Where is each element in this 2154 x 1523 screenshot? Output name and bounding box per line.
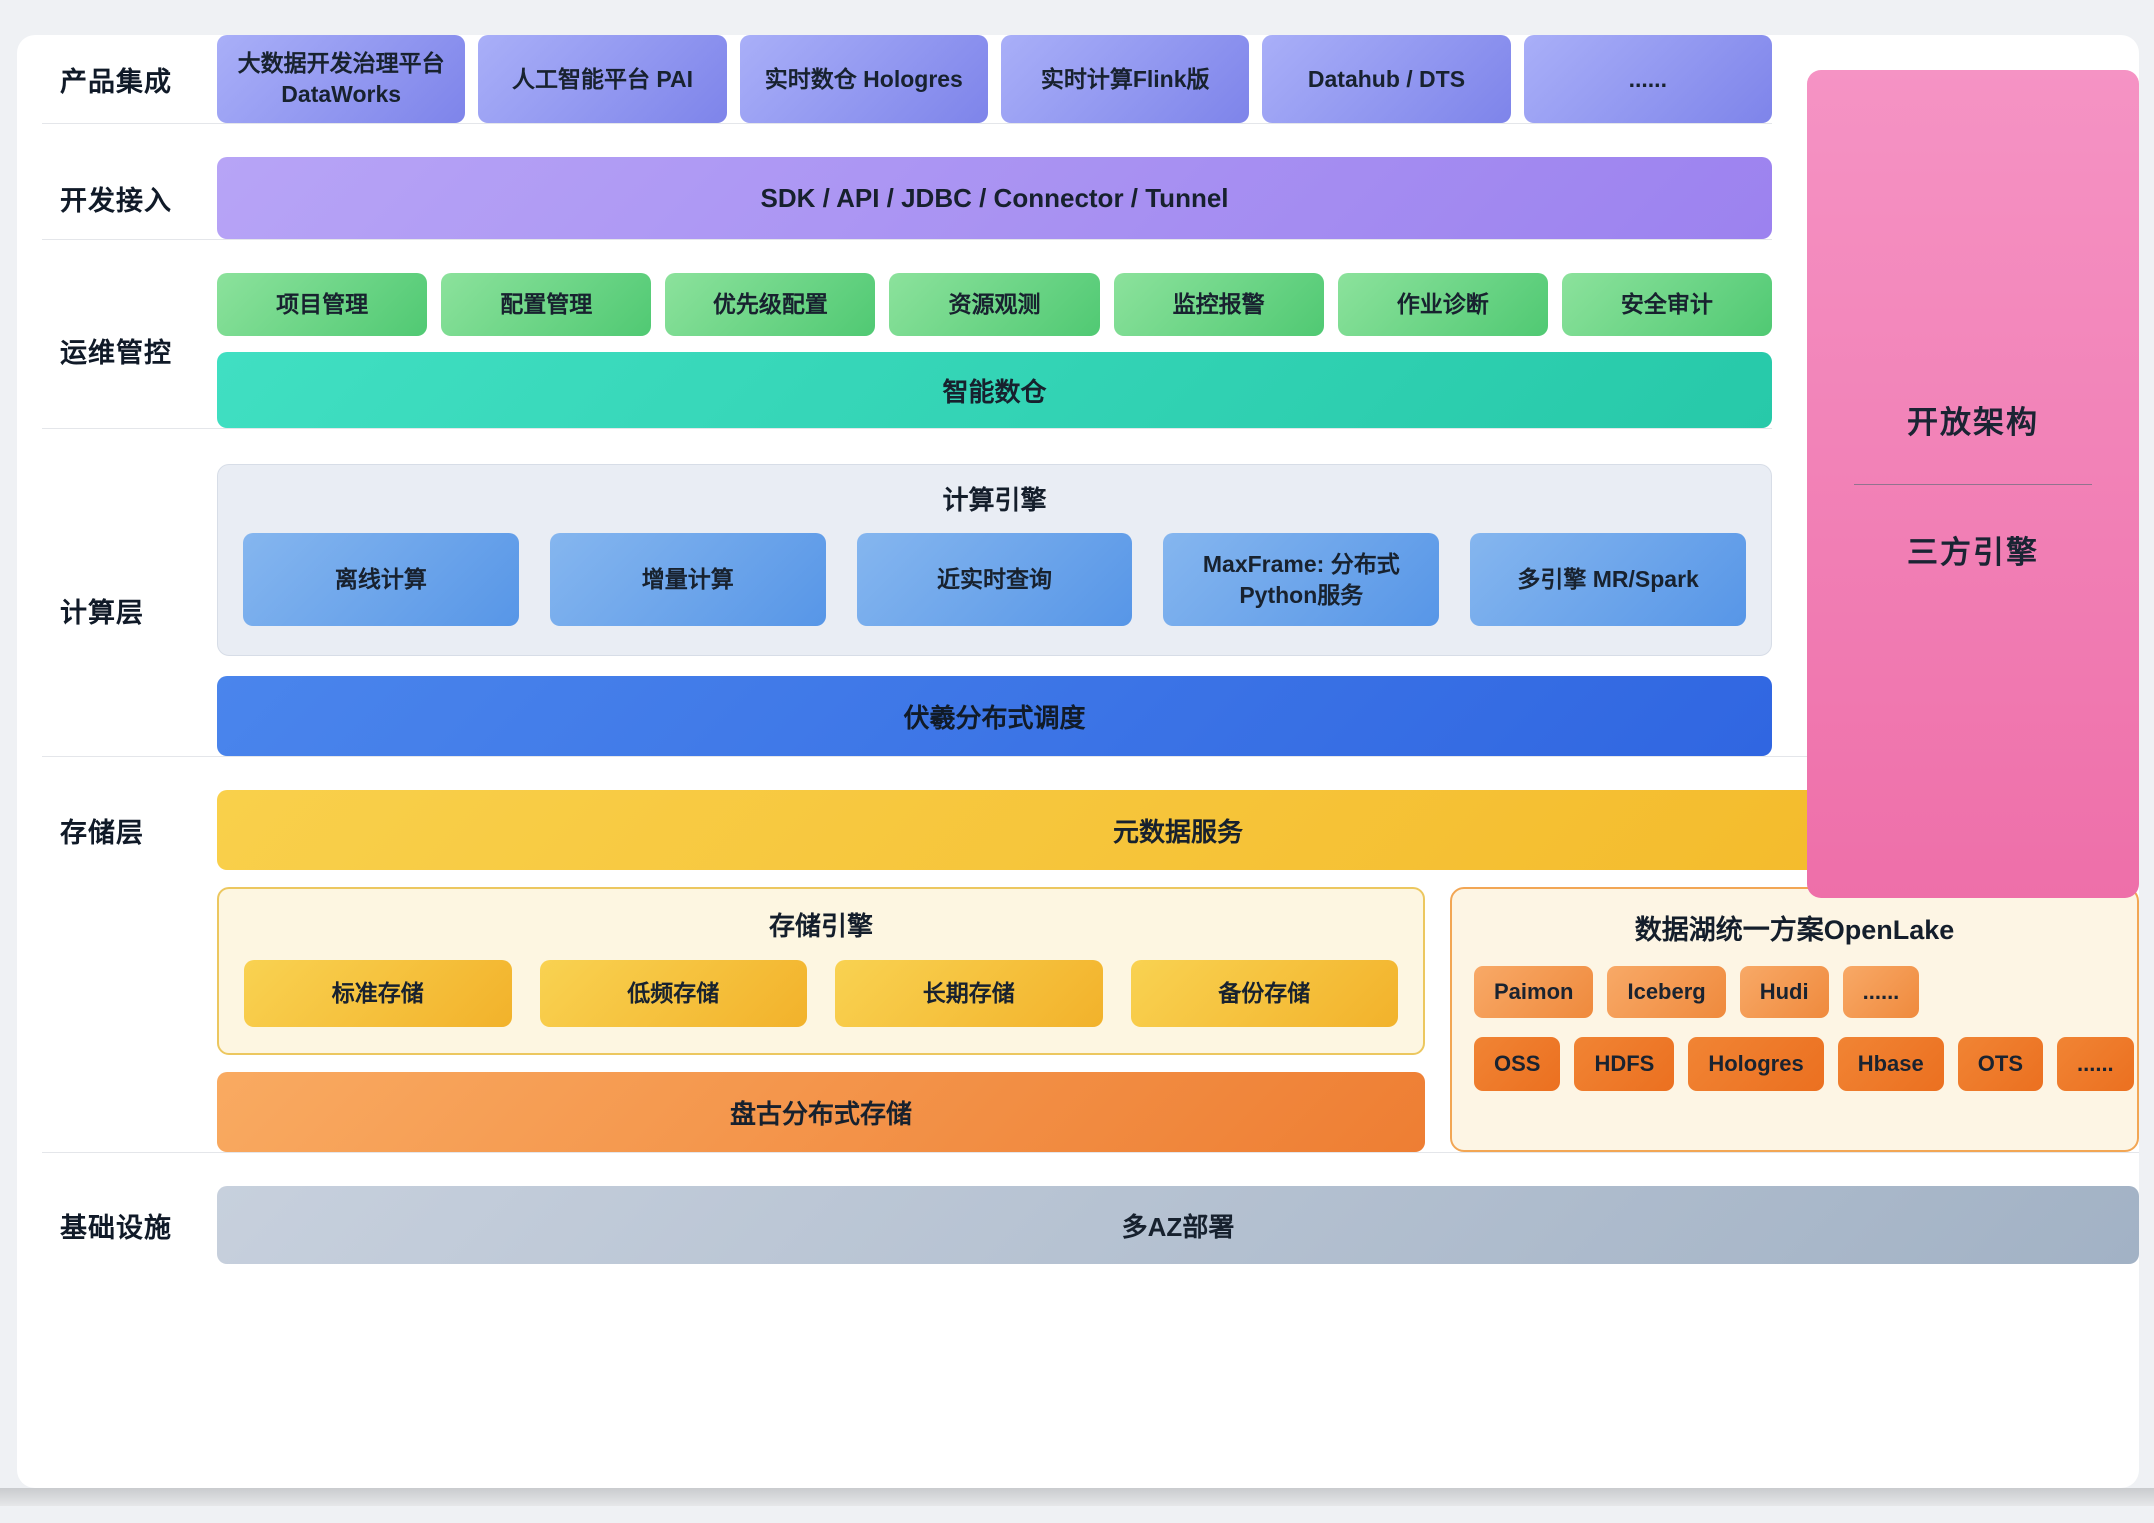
product-box-more: ...... (1523, 35, 1772, 123)
format-badge-more: ...... (1842, 966, 1920, 1018)
section-divider (42, 239, 1772, 240)
storage-box-infrequent: 低频存储 (539, 960, 807, 1027)
section-label-dev-access: 开发接入 (60, 185, 172, 216)
infra-content: 多AZ部署 (217, 1186, 2139, 1264)
section-label-infrastructure: 基础设施 (60, 1212, 172, 1243)
section-divider (42, 428, 1772, 429)
storage-engine-panel: 存储引擎 标准存储 低频存储 长期存储 备份存储 (217, 887, 1425, 1055)
ops-box-project-mgmt: 项目管理 (217, 273, 428, 336)
ops-box-resource-observe: 资源观测 (889, 273, 1100, 336)
product-box-flink: 实时计算Flink版 (1000, 35, 1250, 123)
section-label-storage-layer: 存储层 (60, 817, 144, 848)
product-box-pai: 人工智能平台 PAI (478, 35, 727, 123)
section-label-product-integration: 产品集成 (60, 66, 172, 97)
engine-box-offline-compute: 离线计算 (243, 533, 519, 626)
compute-content: 计算引擎 离线计算 增量计算 近实时查询 MaxFrame: 分布式Python… (217, 464, 1772, 756)
ops-box-priority-config: 优先级配置 (665, 273, 876, 336)
storage-box-longterm: 长期存储 (835, 960, 1103, 1027)
product-box-datahub-dts: Datahub / DTS (1262, 35, 1511, 123)
page-bottom-strip (0, 1488, 2154, 1506)
section-label-compute-layer: 计算层 (60, 597, 144, 628)
store-badge-oss: OSS (1474, 1037, 1561, 1091)
compute-engine-row: 离线计算 增量计算 近实时查询 MaxFrame: 分布式Python服务 多引… (243, 533, 1746, 626)
ops-row: 项目管理 配置管理 优先级配置 资源观测 监控报警 作业诊断 安全审计 (217, 273, 1772, 336)
store-badge-hdfs: HDFS (1574, 1037, 1675, 1091)
multi-az-bar: 多AZ部署 (217, 1186, 2139, 1264)
store-badge-more: ...... (2057, 1037, 2134, 1091)
product-box-dataworks: 大数据开发治理平台 DataWorks (217, 35, 466, 123)
section-divider (42, 1152, 2139, 1153)
pangu-storage-bar: 盘古分布式存储 (217, 1072, 1425, 1152)
section-storage-layer: 存储层 元数据服务 存储引擎 标准存储 低频存储 长期存储 备份存储 盘古分布式… (17, 790, 2139, 1152)
compute-engine-title: 计算引擎 (942, 485, 1047, 515)
open-architecture-panel: 开放架构 三方引擎 (1807, 70, 2139, 898)
compute-engine-panel: 计算引擎 离线计算 增量计算 近实时查询 MaxFrame: 分布式Python… (217, 464, 1772, 656)
smart-warehouse-bar: 智能数仓 (217, 352, 1772, 428)
ops-box-config-mgmt: 配置管理 (441, 273, 652, 336)
storage-content: 元数据服务 存储引擎 标准存储 低频存储 长期存储 备份存储 盘古分布式存储 (217, 790, 2139, 1152)
engine-box-maxframe-python: MaxFrame: 分布式Python服务 (1163, 533, 1440, 626)
storage-engine-row: 标准存储 低频存储 长期存储 备份存储 (244, 960, 1398, 1027)
section-ops-management: 运维管控 项目管理 配置管理 优先级配置 资源观测 监控报警 作业诊断 安全审计… (17, 273, 2139, 428)
engine-box-mr-spark: 多引擎 MR/Spark (1470, 533, 1746, 626)
section-infrastructure: 基础设施 多AZ部署 (17, 1186, 2139, 1264)
open-architecture-text: 开放架构 (1907, 404, 2039, 440)
section-label-ops-management: 运维管控 (60, 338, 172, 368)
store-badge-hbase: Hbase (1837, 1037, 1944, 1091)
engine-box-incremental-compute: 增量计算 (549, 533, 826, 626)
architecture-diagram-card: 产品集成 大数据开发治理平台 DataWorks 人工智能平台 PAI 实时数仓… (17, 35, 2139, 1488)
format-badge-hudi: Hudi (1739, 966, 1829, 1018)
format-badge-paimon: Paimon (1474, 966, 1594, 1018)
section-dev-access: 开发接入 SDK / API / JDBC / Connector / Tunn… (17, 157, 2139, 239)
storage-box-standard: 标准存储 (244, 960, 512, 1027)
storage-engine-title: 存储引擎 (768, 911, 873, 941)
fuxi-scheduler-bar: 伏羲分布式调度 (217, 676, 1772, 756)
storage-engine-column: 存储引擎 标准存储 低频存储 长期存储 备份存储 盘古分布式存储 (217, 887, 1425, 1152)
format-badge-iceberg: Iceberg (1607, 966, 1726, 1018)
ops-box-job-diagnosis: 作业诊断 (1337, 273, 1548, 336)
dev-access-content: SDK / API / JDBC / Connector / Tunnel (217, 157, 1772, 239)
openlake-format-row: Paimon Iceberg Hudi ...... (1474, 966, 2115, 1018)
ops-content: 项目管理 配置管理 优先级配置 资源观测 监控报警 作业诊断 安全审计 智能数仓 (217, 273, 1772, 428)
sdk-api-bar: SDK / API / JDBC / Connector / Tunnel (217, 157, 1772, 239)
side-panel-divider (1854, 483, 2092, 485)
section-divider (42, 123, 1772, 124)
product-row: 大数据开发治理平台 DataWorks 人工智能平台 PAI 实时数仓 Holo… (217, 35, 1772, 123)
store-badge-hologres: Hologres (1688, 1037, 1824, 1091)
store-badge-ots: OTS (1957, 1037, 2043, 1091)
product-box-hologres: 实时数仓 Hologres (739, 35, 988, 123)
product-integration-content: 大数据开发治理平台 DataWorks 人工智能平台 PAI 实时数仓 Holo… (217, 35, 1772, 123)
storage-lower-row: 存储引擎 标准存储 低频存储 长期存储 备份存储 盘古分布式存储 数据湖统一方案… (217, 887, 2139, 1152)
engine-box-near-realtime-query: 近实时查询 (856, 533, 1133, 626)
section-divider (42, 756, 2139, 757)
ops-box-monitor-alert: 监控报警 (1113, 273, 1324, 336)
third-party-engine-text: 三方引擎 (1907, 534, 2039, 570)
ops-box-security-audit: 安全审计 (1561, 273, 1772, 336)
openlake-store-row: OSS HDFS Hologres Hbase OTS ...... (1474, 1037, 2134, 1091)
storage-box-backup: 备份存储 (1130, 960, 1398, 1027)
section-compute-layer: 计算层 计算引擎 离线计算 增量计算 近实时查询 MaxFrame: 分布式Py… (17, 464, 2139, 756)
section-product-integration: 产品集成 大数据开发治理平台 DataWorks 人工智能平台 PAI 实时数仓… (17, 35, 2139, 123)
openlake-title: 数据湖统一方案OpenLake (1634, 915, 1955, 945)
openlake-panel: 数据湖统一方案OpenLake Paimon Iceberg Hudi ....… (1450, 887, 2139, 1152)
